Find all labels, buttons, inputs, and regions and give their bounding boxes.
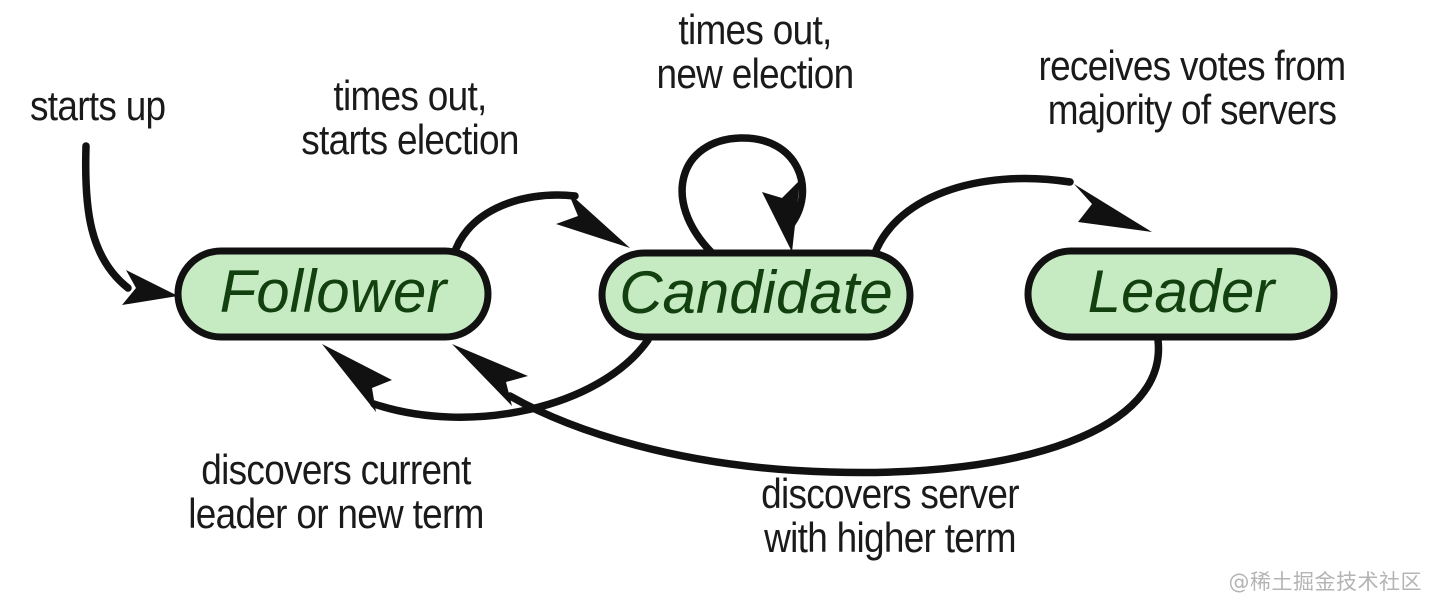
edge-candidate-to-leader-arrowhead — [1074, 184, 1152, 232]
edge-start-path — [81, 142, 132, 292]
edge-label-discovers-server-higher-term-line-1: discovers server — [761, 470, 1020, 517]
edge-follower-to-candidate — [448, 191, 630, 266]
node-leader[interactable]: Leader — [1024, 247, 1338, 341]
edge-label-starts-up-line-1: starts up — [30, 82, 166, 129]
node-leader-label: Leader — [1088, 258, 1277, 325]
edge-label-discovers-current-leader-line-1: discovers current — [201, 446, 471, 493]
edge-leader-to-follower-path — [506, 336, 1163, 477]
edge-label-times-out-new-election-line-2: new election — [656, 50, 854, 98]
edge-label-times-out-new-election: times out, new election — [610, 6, 900, 98]
node-follower-label: Follower — [220, 258, 449, 325]
edge-label-times-out-starts-election-line-2: starts election — [301, 116, 519, 164]
edge-start — [81, 142, 178, 305]
edge-leader-to-follower — [452, 336, 1163, 477]
node-candidate[interactable]: Candidate — [598, 249, 914, 341]
edge-label-times-out-starts-election: times out, starts election — [252, 72, 569, 164]
node-leader-shape — [1024, 247, 1338, 341]
edge-label-discovers-current-leader-line-2: leader or new term — [188, 490, 484, 538]
edge-candidate-to-follower — [322, 336, 652, 421]
edge-label-discovers-server-higher-term-line-2: with higher term — [764, 514, 1016, 562]
edge-label-receives-votes-line-1: receives votes from — [1038, 42, 1346, 89]
edge-candidate-to-follower-arrowhead — [322, 344, 392, 412]
edge-label-discovers-server-higher-term: discovers server with higher term — [714, 470, 1066, 562]
node-candidate-label: Candidate — [619, 259, 893, 326]
node-follower[interactable]: Follower — [174, 247, 492, 341]
edge-label-times-out-new-election-line-1: times out, — [678, 6, 832, 53]
edge-candidate-self-loop — [678, 134, 807, 257]
edge-candidate-to-leader — [868, 174, 1152, 266]
edge-candidate-to-leader-path — [868, 174, 1074, 266]
edge-candidate-self-loop-arrowhead — [762, 180, 800, 252]
watermark-text: @稀土掘金技术社区 — [1228, 570, 1422, 594]
edge-label-discovers-current-leader: discovers current leader or new term — [125, 446, 547, 538]
edge-candidate-self-loop-path — [678, 134, 807, 257]
edge-label-starts-up: starts up — [30, 82, 206, 129]
edge-leader-to-follower-arrowhead — [452, 344, 528, 406]
edge-label-times-out-starts-election-line-1: times out, — [333, 72, 487, 119]
edge-follower-to-candidate-path — [448, 191, 579, 266]
edge-follower-to-candidate-arrowhead — [556, 192, 630, 248]
edge-label-receives-votes-line-2: majority of servers — [1047, 86, 1337, 134]
node-candidate-shape — [598, 249, 914, 341]
node-follower-shape — [174, 247, 492, 341]
edge-start-arrowhead — [122, 270, 178, 305]
edge-label-receives-votes: receives votes from majority of servers — [981, 42, 1403, 134]
